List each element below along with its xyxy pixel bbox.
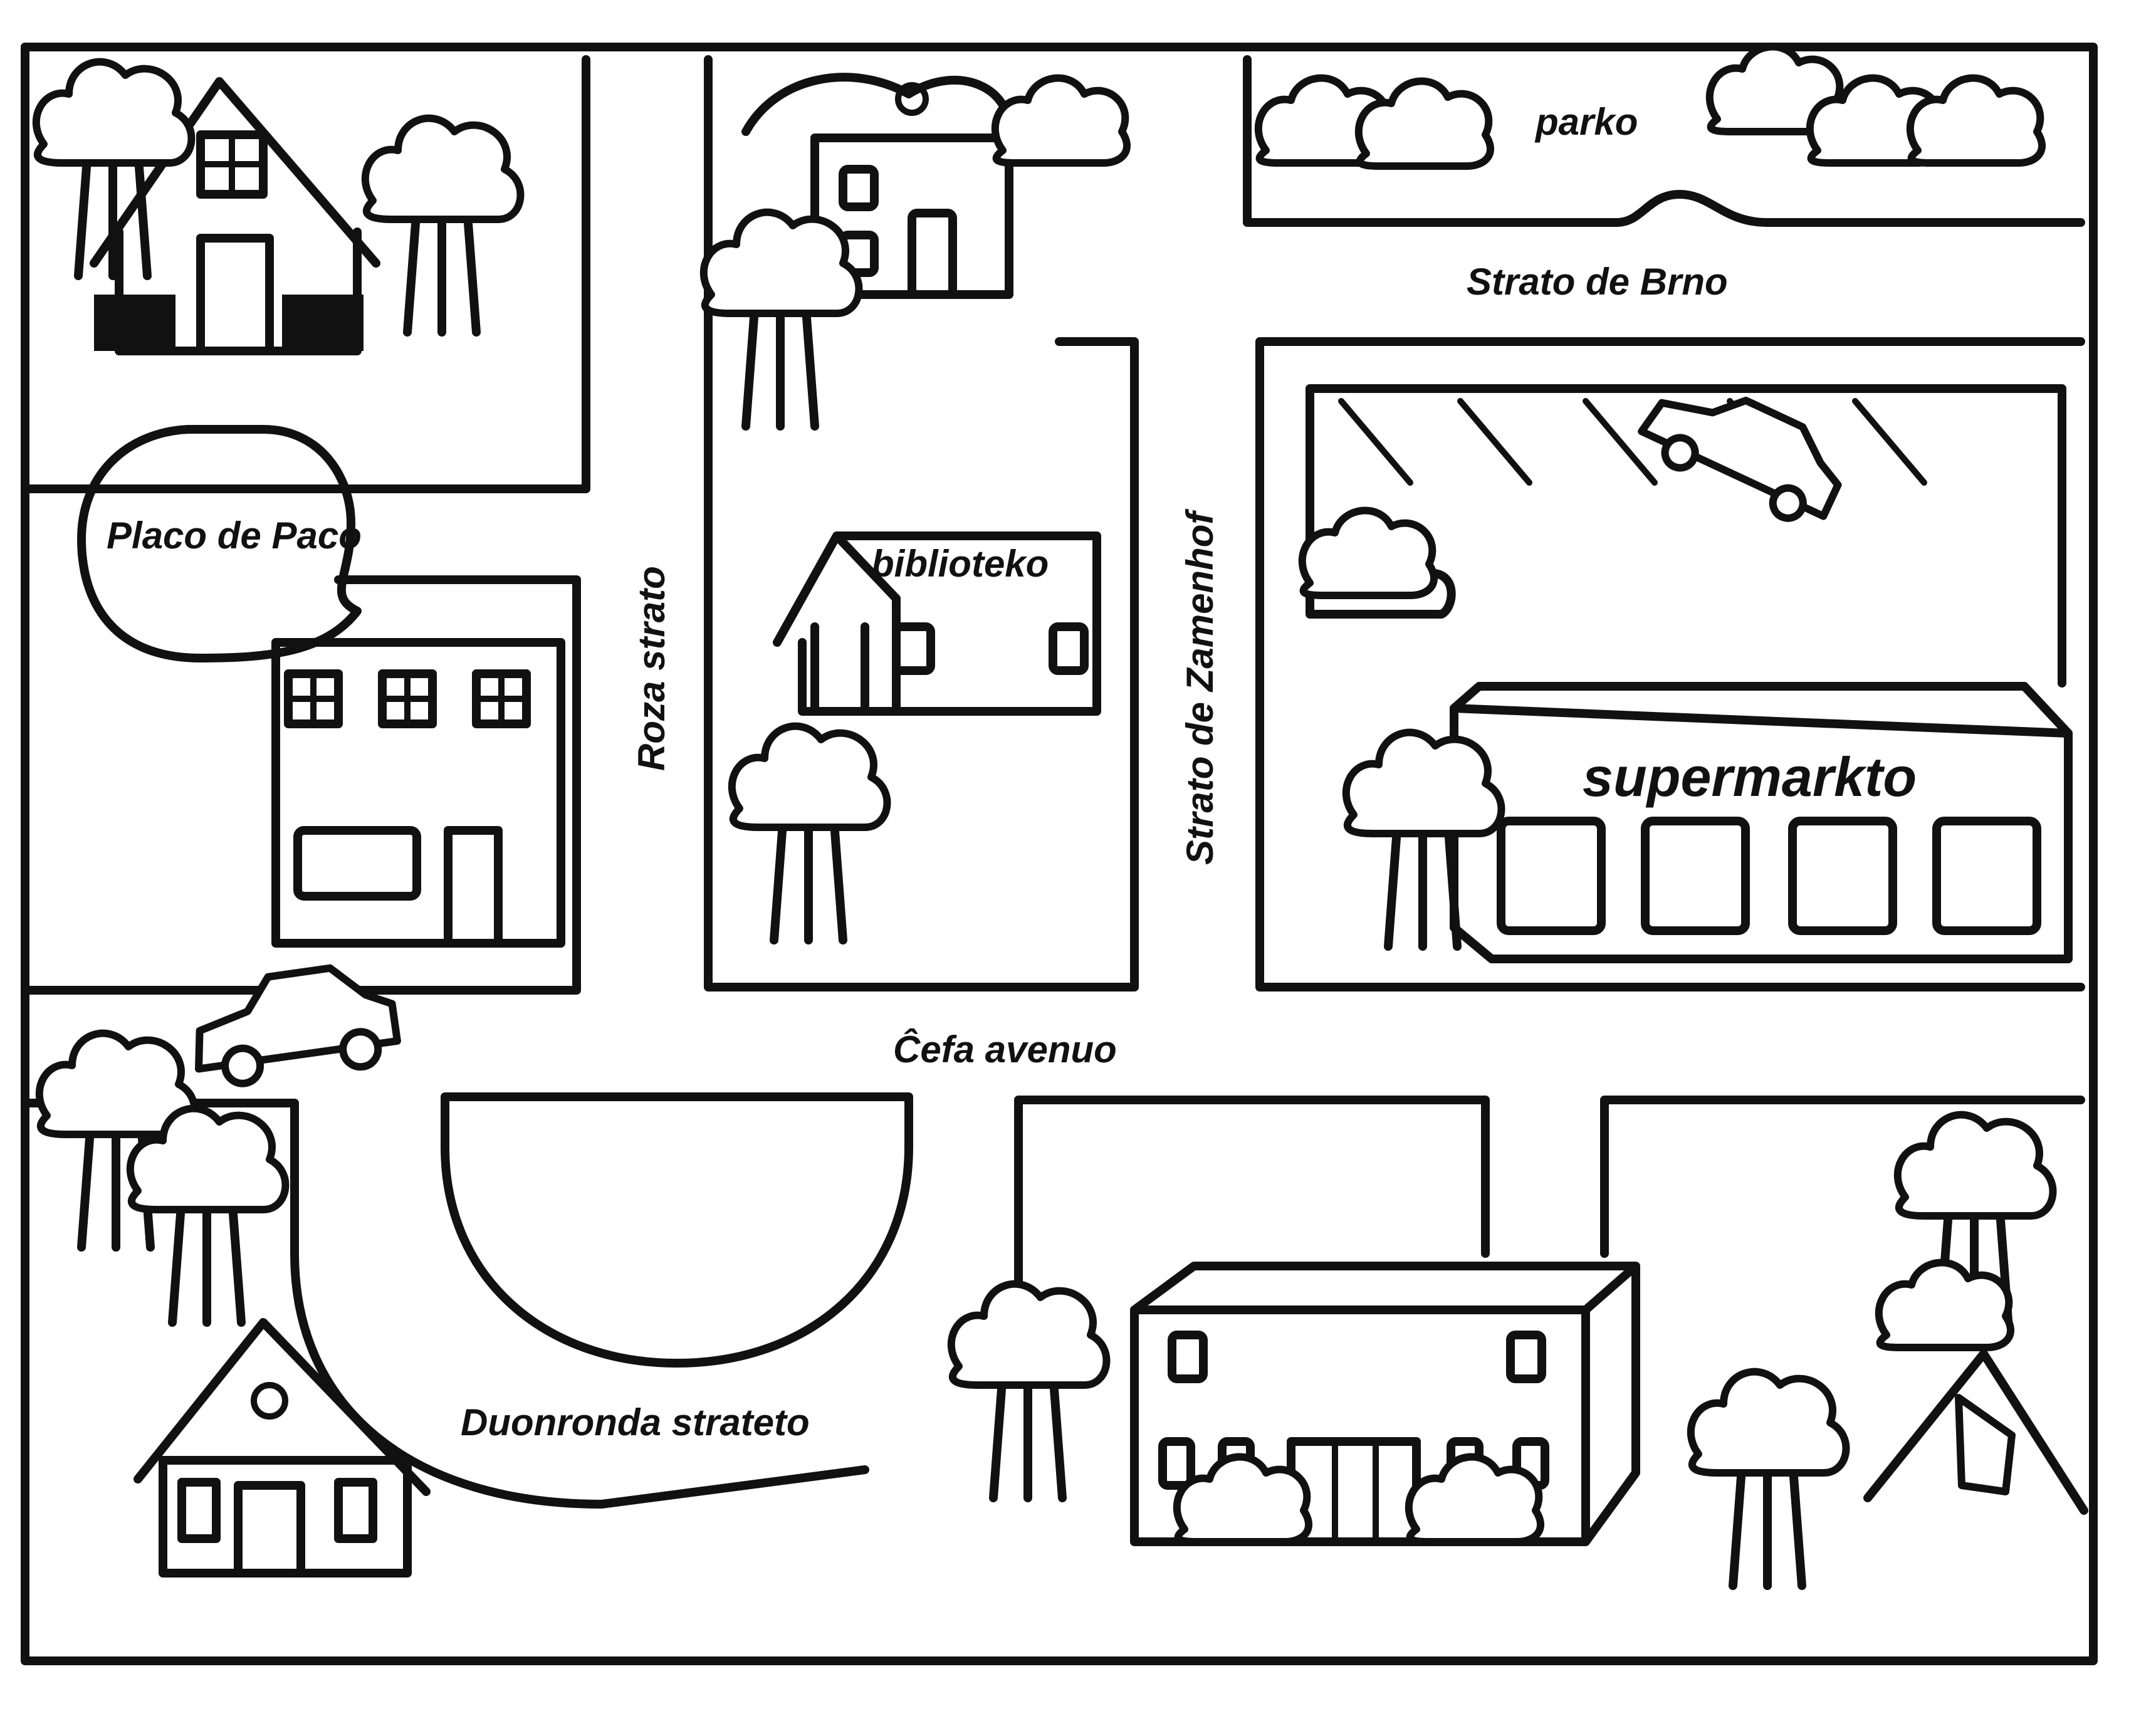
main-avenue-label: Ĉefa avenuo (893, 1028, 1117, 1070)
block-supermarket (1255, 337, 2085, 992)
supermarket-building (1450, 682, 2073, 963)
trees (36, 62, 2053, 1586)
brno-street-label: Strato de Brno (1467, 261, 1728, 303)
car-parking (1638, 397, 1842, 522)
library-building (773, 531, 1101, 716)
parking-stripes (1338, 398, 1927, 486)
house-top-left (90, 77, 380, 355)
supermarket-label: supermarkto (1583, 746, 1917, 808)
paco-square (77, 425, 362, 662)
library-label: biblioteko (871, 543, 1049, 585)
block-top-left (21, 43, 590, 493)
tent (1863, 1349, 2088, 1515)
car-left (195, 964, 401, 1087)
park-label: parko (1534, 101, 1638, 143)
semicircle-street-label: Duonronda strateto (461, 1401, 810, 1443)
map-border (21, 43, 2098, 1665)
block-park (1243, 55, 2085, 227)
parking-lot (1306, 384, 2066, 688)
roza-street-label: Roza strato (631, 566, 672, 771)
semicircle-island (441, 1092, 913, 1368)
block-library (704, 55, 1139, 992)
block-bottom-right (1014, 1096, 2085, 1386)
building-middle-left (271, 638, 565, 948)
zamenhof-street-label: Strato de Zamenhof (1179, 509, 1221, 865)
house-bottom-left (133, 1318, 431, 1578)
paco-square-label: Placo de Paco (107, 515, 362, 557)
